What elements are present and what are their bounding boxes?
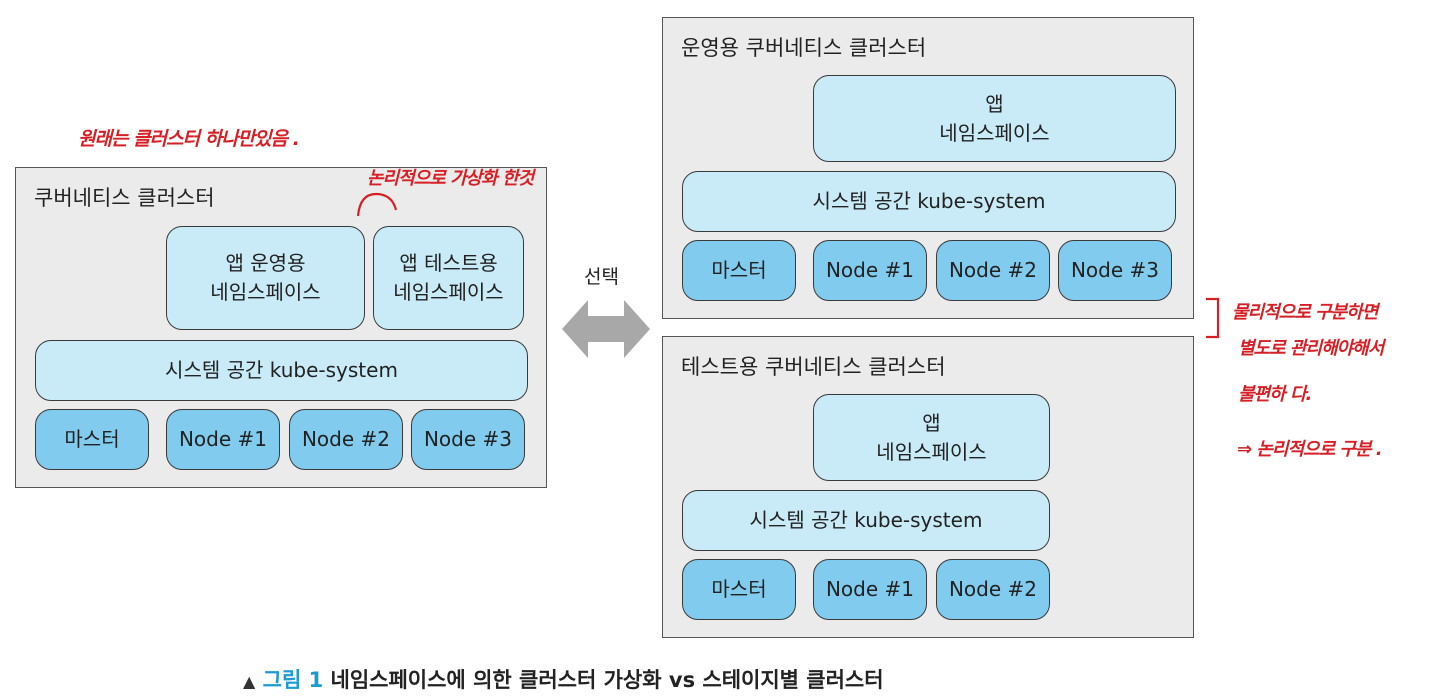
test-app-line2: 네임스페이스 (876, 439, 987, 464)
prod-node-3: Node #3 (1058, 240, 1172, 301)
annotation-arc-icon (356, 192, 398, 217)
caption-figure-label: 그림 1 (262, 668, 324, 692)
left-node-3: Node #3 (411, 409, 525, 470)
left-master: 마스터 (35, 409, 149, 470)
annotation-bracket-icon (1206, 297, 1220, 339)
left-cluster-title: 쿠버네티스 클러스터 (34, 186, 215, 210)
prod-app-line1: 앱 (985, 91, 1004, 116)
test-app-line1: 앱 (922, 410, 941, 435)
app-test-line1: 앱 테스트용 (399, 251, 498, 275)
test-master: 마스터 (682, 559, 796, 620)
left-system-space: 시스템 공간 kube-system (35, 340, 528, 401)
left-node-1: Node #1 (166, 409, 280, 470)
figure-caption: ▲ 그림 1 네임스페이스에 의한 클러스터 가상화 vs 스테이지별 클러스터 (243, 664, 884, 694)
app-prod-line2: 네임스페이스 (210, 280, 321, 304)
prod-master: 마스터 (682, 240, 796, 301)
select-label: 선택 (584, 266, 619, 288)
left-node-2: Node #2 (289, 409, 403, 470)
caption-marker: ▲ (243, 672, 256, 691)
prod-system-space: 시스템 공간 kube-system (682, 171, 1176, 232)
prod-cluster-title: 운영용 쿠버네티스 클러스터 (681, 36, 927, 60)
test-cluster-title: 테스트용 쿠버네티스 클러스터 (681, 355, 946, 379)
prod-node-1: Node #1 (813, 240, 927, 301)
caption-text: 네임스페이스에 의한 클러스터 가상화 vs 스테이지별 클러스터 (330, 668, 884, 692)
prod-app-line2: 네임스페이스 (939, 120, 1050, 145)
annotation-logical-virtualization: 논리적으로 가상화 한것 (367, 168, 534, 189)
test-system-space: 시스템 공간 kube-system (682, 490, 1050, 551)
app-test-line2: 네임스페이스 (393, 280, 504, 304)
annotation-physical-3: 불편하 다. (1238, 384, 1312, 405)
app-prod-line1: 앱 운영용 (225, 251, 306, 275)
annotation-logical-separation: ⇒ 논리적으로 구분 . (1237, 439, 1383, 460)
annotation-physical-1: 물리적으로 구분하면 (1232, 302, 1378, 323)
annotation-original-single-cluster: 원래는 클러스터 하나만있음 . (78, 128, 300, 150)
test-node-1: Node #1 (813, 559, 927, 620)
double-arrow-icon (562, 300, 650, 358)
test-node-2: Node #2 (936, 559, 1050, 620)
prod-node-2: Node #2 (936, 240, 1050, 301)
annotation-physical-2: 별도로 관리해야해서 (1238, 338, 1384, 359)
